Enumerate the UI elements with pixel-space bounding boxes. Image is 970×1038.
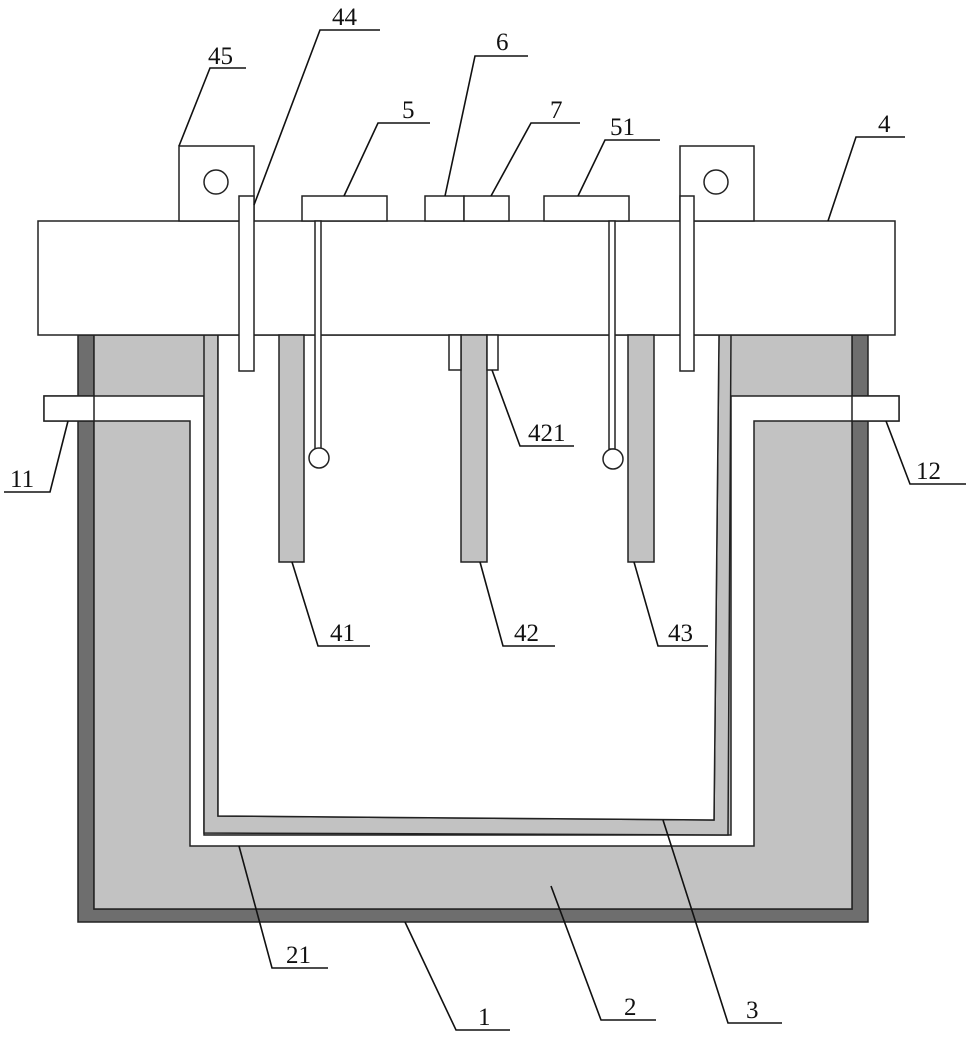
label-421: 421: [528, 420, 566, 447]
thermocouple-rod-5: [315, 221, 321, 449]
thermocouple-rod-51: [609, 221, 615, 449]
label-5: 5: [402, 97, 415, 124]
pipe-12: [852, 396, 899, 421]
label-12: 12: [916, 458, 941, 485]
label-43: 43: [668, 620, 693, 647]
label-44: 44: [332, 4, 358, 31]
label-7: 7: [550, 97, 563, 124]
bolt-44-left: [239, 196, 254, 371]
electrode-42: [461, 335, 487, 562]
fitting-7: [464, 196, 509, 221]
label-51: 51: [610, 114, 635, 141]
sleeve-421-right: [487, 335, 498, 370]
fitting-5: [302, 196, 387, 221]
electrode-43: [628, 335, 654, 562]
label-3: 3: [746, 997, 759, 1024]
fitting-51: [544, 196, 629, 221]
fitting-6: [425, 196, 464, 221]
thermocouple-tip-5: [309, 448, 329, 468]
label-11: 11: [10, 466, 34, 493]
label-2: 2: [624, 994, 637, 1021]
lug-hole-left: [204, 170, 228, 194]
lid-4: [38, 221, 895, 335]
label-42: 42: [514, 620, 539, 647]
thermocouple-tip-51: [603, 449, 623, 469]
label-6: 6: [496, 29, 509, 56]
sleeve-421-left: [449, 335, 461, 370]
label-21: 21: [286, 942, 311, 969]
label-45: 45: [208, 43, 233, 70]
electrode-41: [279, 335, 304, 562]
label-4: 4: [878, 111, 891, 138]
pipe-11: [44, 396, 94, 421]
label-41: 41: [330, 620, 355, 647]
bolt-44-right: [680, 196, 694, 371]
label-1: 1: [478, 1004, 491, 1031]
lug-hole-right: [704, 170, 728, 194]
